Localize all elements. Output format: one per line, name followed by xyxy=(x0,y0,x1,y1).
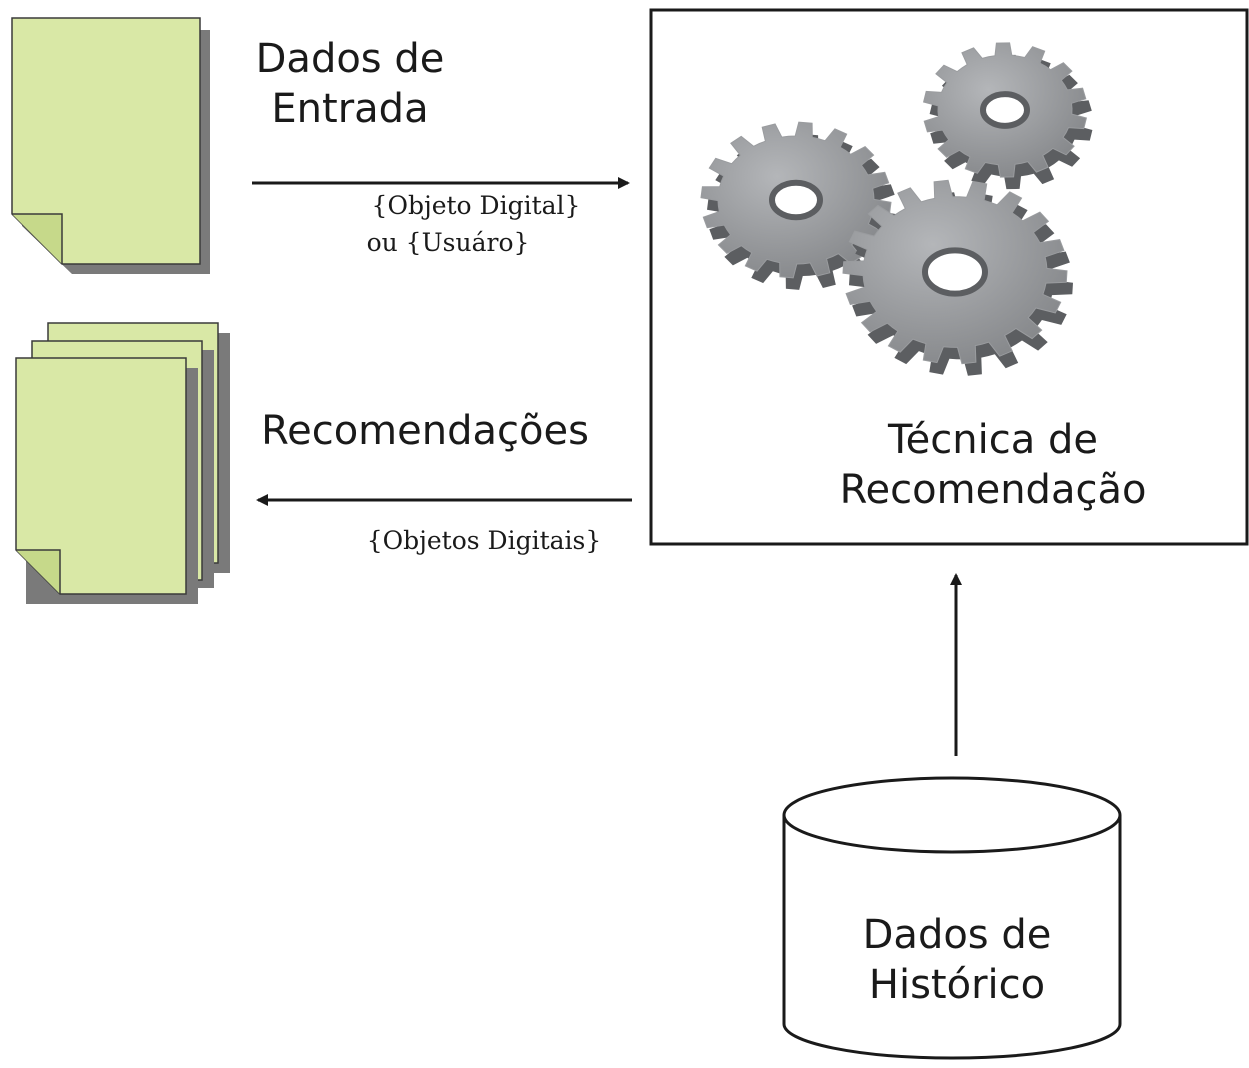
gear-left xyxy=(700,121,897,290)
gear-top-right xyxy=(922,42,1093,190)
input-document-icon xyxy=(11,17,210,274)
history-title-line1: Dados de xyxy=(863,912,1052,958)
input-edge-label-line2: ou {Usuáro} xyxy=(367,228,530,257)
history-title-line2: Histórico xyxy=(869,962,1045,1008)
input-title-line2: Entrada xyxy=(271,86,428,132)
output-documents-icon xyxy=(15,322,230,604)
gear-front xyxy=(842,179,1073,376)
input-edge-label-line1: {Objeto Digital} xyxy=(372,191,581,220)
output-edge-label: {Objetos Digitais} xyxy=(367,526,602,555)
database-cylinder-icon xyxy=(782,776,1122,1060)
gears-icon xyxy=(700,42,1093,376)
output-title: Recomendações xyxy=(261,408,589,454)
technique-title-line1: Técnica de xyxy=(887,417,1098,463)
input-title-line1: Dados de xyxy=(256,36,445,82)
technique-title-line2: Recomendação xyxy=(840,467,1147,513)
